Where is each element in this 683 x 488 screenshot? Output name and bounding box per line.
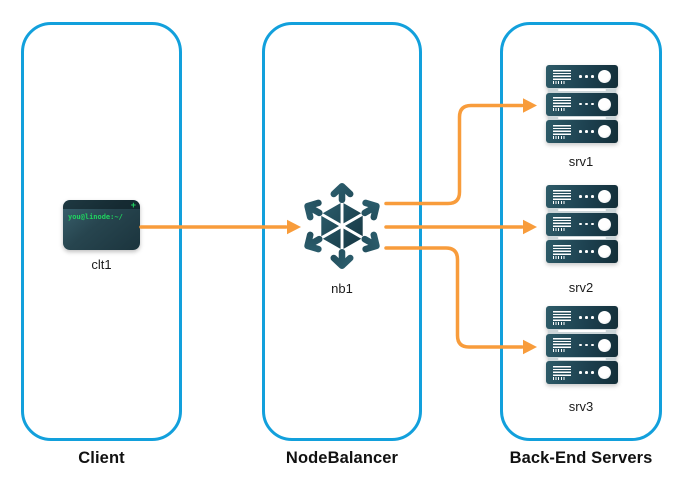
nodebalancer-icon [304,182,380,270]
rack-tray [548,356,616,361]
outward-arrow-glyphs [304,182,380,270]
server-unit [546,240,618,263]
rack-tray [548,115,616,120]
vent-lines-icon [553,217,571,231]
terminal-plus-icon: + [130,200,136,210]
client-node-label: clt1 [91,257,112,272]
client-group-title: Client [78,449,125,467]
server-unit [546,65,618,88]
led-dots-icon [579,250,594,253]
power-knob-icon [598,245,611,258]
vent-lines-icon [553,310,571,325]
vent-lines-icon [553,338,571,352]
rack-tray [548,208,616,213]
server-stack-icon [546,185,618,263]
vent-lines-icon [553,97,571,111]
nodebalancer-group-title: NodeBalancer [285,449,399,467]
nodebalancer-node-label: nb1 [331,281,353,296]
vent-lines-icon [553,69,571,84]
vent-lines-icon [553,189,571,204]
server-node-label: srv1 [568,154,594,169]
server-unit [546,185,618,208]
vent-lines-icon [553,365,571,380]
server-unit [546,306,618,329]
server-unit [546,92,618,116]
rack-tray [548,329,616,334]
server-unit [546,333,618,357]
server-stack-icon [546,65,618,143]
terminal-prompt-text: you@linode:~/ [68,213,123,221]
power-knob-icon [598,190,611,203]
power-knob-icon [598,70,611,83]
vent-lines-icon [553,124,571,139]
server-stack-icon [546,306,618,384]
power-knob-icon [598,311,611,324]
led-dots-icon [579,102,594,106]
power-knob-icon [598,338,611,352]
server-node-label: srv2 [568,280,594,295]
server-unit [546,361,618,384]
power-knob-icon [598,125,611,138]
server-unit [546,120,618,143]
led-dots-icon [579,195,594,198]
led-dots-icon [579,130,594,133]
terminal-icon: + you@linode:~/ [63,200,140,250]
backend-group-title: Back-End Servers [509,449,653,467]
power-knob-icon [598,366,611,379]
rack-tray [548,88,616,93]
led-dots-icon [579,316,594,319]
server-unit [546,212,618,236]
led-dots-icon [579,75,594,78]
power-knob-icon [598,217,611,231]
rack-tray [548,235,616,240]
vent-lines-icon [553,244,571,259]
terminal-titlebar: + [63,200,140,209]
hexagon-triangles [318,199,366,253]
led-dots-icon [579,343,594,347]
led-dots-icon [579,371,594,374]
led-dots-icon [579,222,594,226]
server-node-label: srv3 [568,399,594,414]
power-knob-icon [598,97,611,111]
